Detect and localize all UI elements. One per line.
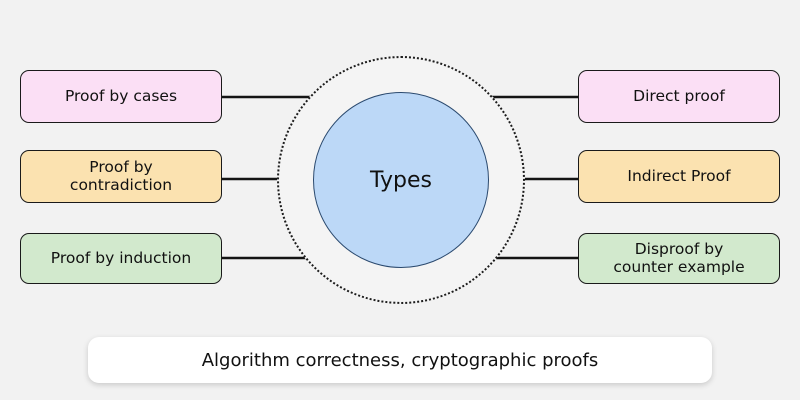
node-label: Indirect Proof xyxy=(627,166,731,185)
node-label-line-2: counter example xyxy=(613,257,745,276)
node-disproof-by-counter-example[interactable]: Disproof by counter example xyxy=(578,233,780,284)
caption-banner: Algorithm correctness, cryptographic pro… xyxy=(88,337,712,383)
node-proof-by-contradiction[interactable]: Proof by contradiction xyxy=(20,150,222,203)
node-label: Direct proof xyxy=(633,86,725,105)
node-proof-by-induction[interactable]: Proof by induction xyxy=(20,233,222,284)
caption-text: Algorithm correctness, cryptographic pro… xyxy=(201,349,599,371)
node-label-line-1: Proof by xyxy=(89,158,153,177)
node-label: Proof by induction xyxy=(50,248,192,267)
node-label-line-1: Disproof by xyxy=(634,240,724,259)
node-label-line-2: contradiction xyxy=(69,175,173,194)
node-proof-by-cases[interactable]: Proof by cases xyxy=(20,70,222,123)
center-node[interactable]: Types xyxy=(313,92,489,268)
node-direct-proof[interactable]: Direct proof xyxy=(578,70,780,123)
center-node-label: Types xyxy=(370,167,432,193)
node-indirect-proof[interactable]: Indirect Proof xyxy=(578,150,780,203)
node-label: Proof by cases xyxy=(64,86,178,105)
